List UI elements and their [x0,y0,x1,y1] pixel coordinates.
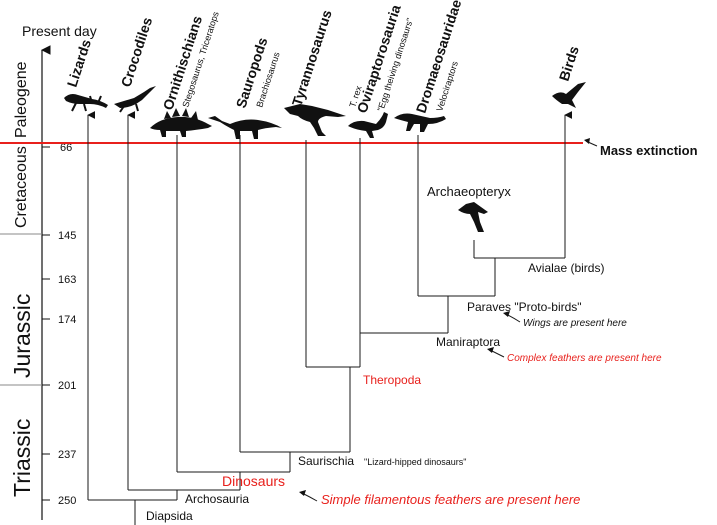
taxon-tyrannosaurus: Tyrannosaurus [289,8,335,108]
oviraptorosaur-silhouette [348,112,388,138]
time-ticks: 66 145 163 174 201 237 250 [42,142,76,507]
pointer-simple-feathers-head [299,490,306,496]
sauropod-silhouette [208,116,282,139]
mass-extinction-arrow-head [584,138,590,144]
node-diapsida: Diapsida [146,509,193,523]
crocodile-silhouette [114,86,156,113]
pointer-complex-feathers-head [487,347,494,353]
pointer-wings-head [503,311,510,317]
tree-branches [87,111,573,525]
period-triassic: Triassic [9,419,35,497]
tick-label: 145 [58,230,76,242]
note-complex-feathers: Complex feathers are present here [507,353,662,364]
node-dinosaurs: Dinosaurs [222,473,285,489]
bird-silhouette [552,82,586,108]
tick-label: 66 [60,142,72,154]
tyrannosaurus-silhouette [284,104,346,136]
tick-label: 163 [58,274,76,286]
period-cretaceous: Cretaceous [13,146,30,228]
node-avialae: Avialae (birds) [528,261,604,275]
archaeopteryx-silhouette [458,202,488,232]
lizard-silhouette [64,94,108,112]
mass-extinction-label: Mass extinction [600,143,698,158]
tick-label: 201 [58,380,76,392]
node-saurischia: Saurischia [298,454,354,468]
node-labels: Archaeopteryx Avialae (birds) Paraves "P… [146,184,662,523]
node-saurischia-sub: "Lizard-hipped dinosaurs" [364,457,466,467]
tick-label: 174 [58,314,76,326]
node-archosauria: Archosauria [185,492,249,506]
node-maniraptora: Maniraptora [436,335,500,349]
note-pointers [299,311,521,502]
tick-label: 237 [58,449,76,461]
note-simple-feathers: Simple filamentous feathers are present … [321,492,580,507]
present-day-label: Present day [22,23,97,39]
period-jurassic: Jurassic [9,294,35,378]
node-theropoda: Theropoda [363,373,421,387]
note-wings: Wings are present here [523,318,627,329]
taxon-crocodiles: Crocodiles [118,15,156,89]
time-axis: Present day Paleogene Cretaceous Jurassi… [0,23,97,520]
node-paraves: Paraves "Proto-birds" [467,300,582,314]
stegosaurus-silhouette [150,108,212,137]
period-paleogene: Paleogene [13,61,30,138]
taxon-lizards: Lizards [64,37,94,89]
taxon-birds: Birds [556,44,582,83]
node-archaeopteryx: Archaeopteryx [427,184,511,199]
dromaeosaur-silhouette [394,113,446,132]
tick-label: 250 [58,495,76,507]
